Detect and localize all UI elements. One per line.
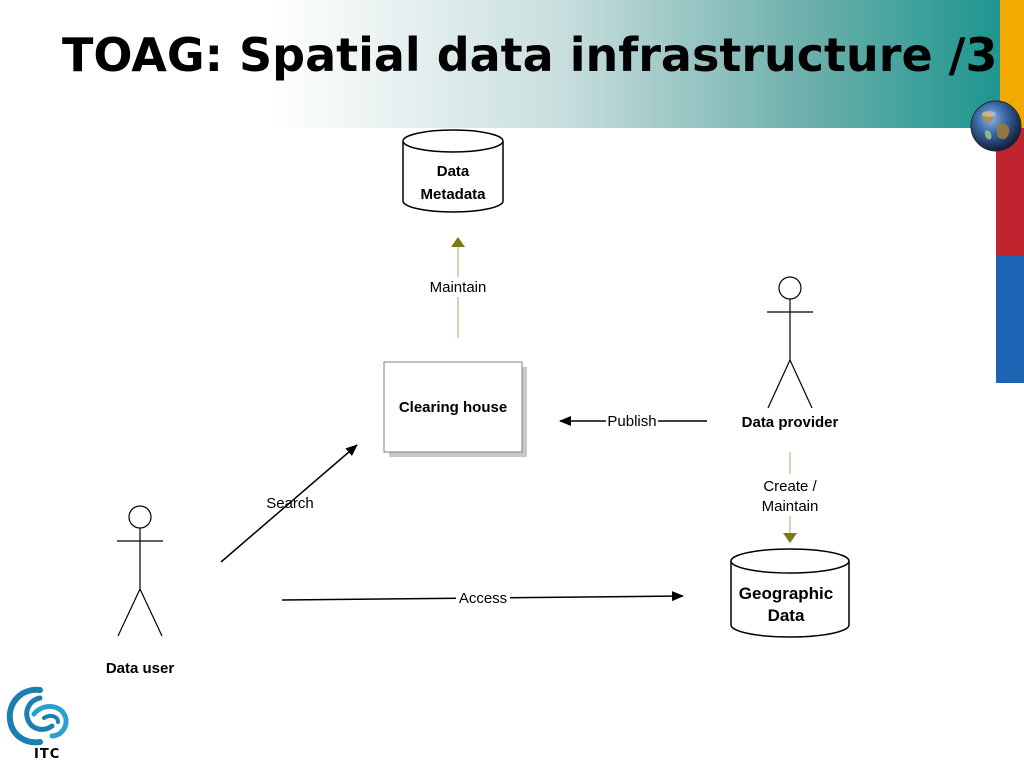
slide-title: TOAG: Spatial data infrastructure /3: [62, 28, 998, 82]
globe-icon: [970, 100, 1022, 152]
data-user-label: Data user: [106, 660, 175, 677]
geographic-data-line2: Data: [768, 606, 805, 625]
access-label-bg: [456, 588, 510, 608]
maintain-label: Maintain: [430, 279, 487, 296]
metadata-store: Data Metadata: [402, 129, 504, 213]
publish-label-bg: [606, 411, 658, 431]
create-maintain-label-line1: Create /: [763, 478, 817, 495]
header-gradient-band: [30, 0, 996, 128]
data-provider-label: Data provider: [742, 414, 839, 431]
itc-logo-text: ITC: [34, 747, 60, 762]
geographic-data-store: Geographic Data: [730, 548, 850, 638]
metadata-store-line2: Metadata: [420, 186, 486, 203]
search-label: Search: [266, 495, 314, 512]
data-user-actor: [117, 505, 163, 637]
search-arrow: [220, 444, 358, 563]
clearing-house-box: Clearing house: [383, 361, 527, 457]
data-provider-actor: [767, 276, 813, 409]
metadata-store-line1: Data: [437, 163, 470, 180]
itc-logo-icon: ITC: [6, 686, 69, 762]
publish-label: Publish: [607, 413, 656, 430]
create-maintain-label-bg: [752, 474, 828, 516]
color-bar-blue: [996, 255, 1024, 383]
maintain-label-bg: [424, 277, 492, 297]
access-label: Access: [459, 590, 507, 607]
clearing-house-label: Clearing house: [399, 399, 507, 416]
geographic-data-line1: Geographic: [739, 584, 833, 603]
create-maintain-label-line2: Maintain: [762, 498, 819, 515]
